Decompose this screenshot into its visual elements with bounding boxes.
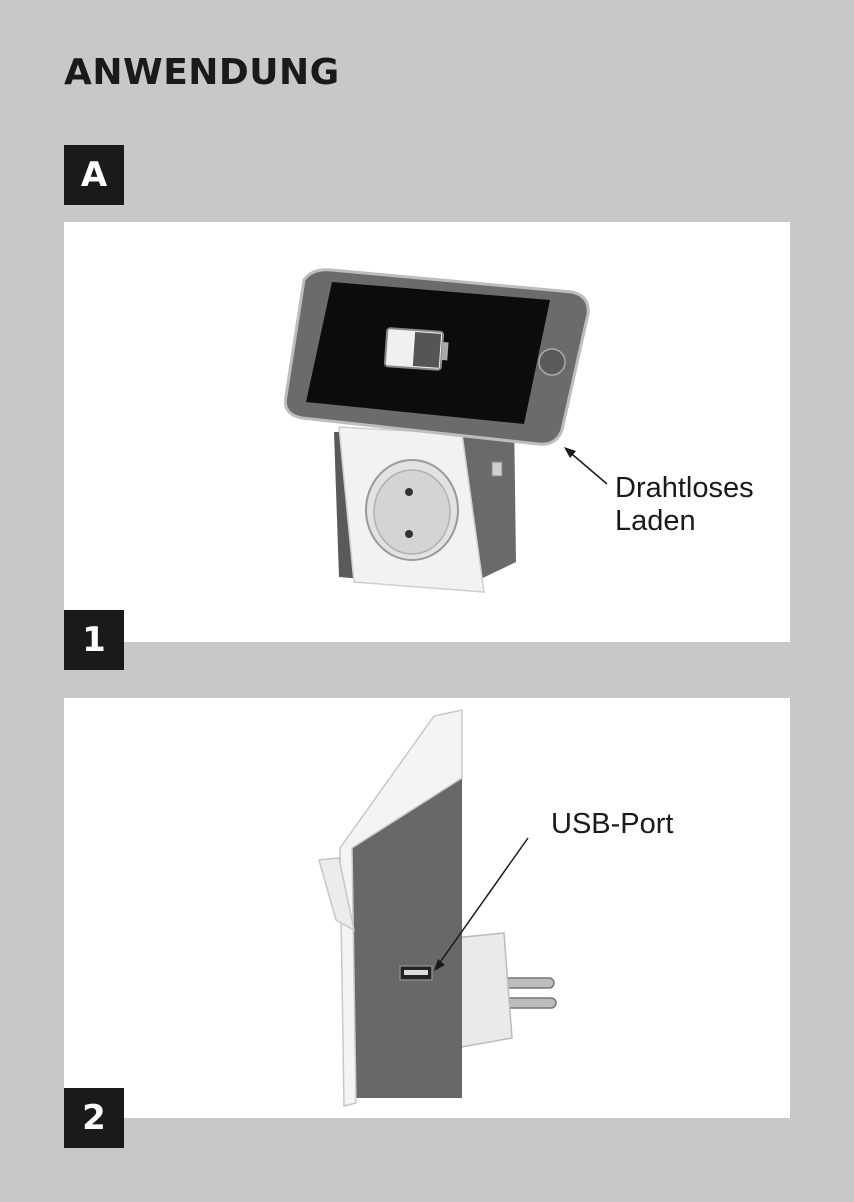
section-badge: A bbox=[64, 145, 124, 205]
charger-side-view-illustration bbox=[64, 698, 790, 1118]
usb-port-callout: USB-Port bbox=[551, 808, 673, 841]
battery-icon bbox=[385, 328, 449, 370]
step-badge-1: 1 bbox=[64, 610, 124, 670]
callout-line-1: Drahtloses bbox=[615, 472, 754, 505]
wireless-charging-callout: Drahtloses Laden bbox=[615, 472, 754, 539]
page-title: ANWENDUNG bbox=[64, 52, 340, 93]
step-badge-2: 2 bbox=[64, 1088, 124, 1148]
callout-line-1: USB-Port bbox=[551, 808, 673, 841]
callout-line-2: Laden bbox=[615, 505, 754, 538]
charger-with-phone-illustration bbox=[64, 222, 790, 642]
figure-panel-2: USB-Port bbox=[64, 698, 790, 1118]
figure-panel-1: Drahtloses Laden bbox=[64, 222, 790, 642]
